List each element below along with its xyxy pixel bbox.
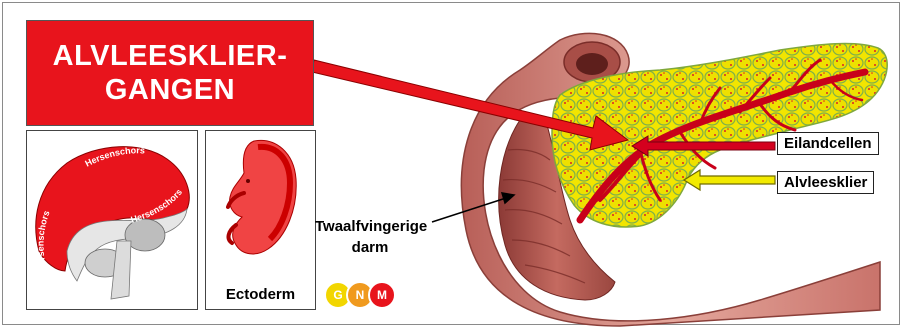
embryo-panel: Ectoderm	[205, 130, 316, 310]
gnm-logo: G N M	[324, 281, 390, 309]
brain-illustration: Hersenschors Hersenschors Hersenschors	[27, 131, 197, 309]
eilandcellen-label: Eilandcellen	[777, 132, 879, 155]
title-text: ALVLEESKLIER- GANGEN	[53, 39, 288, 107]
logo-m: M	[368, 281, 396, 309]
brain-panel: Hersenschors Hersenschors Hersenschors	[26, 130, 198, 310]
alvleesklier-arrow	[684, 170, 775, 190]
title-box: ALVLEESKLIER- GANGEN	[26, 20, 314, 126]
ectoderm-label: Ectoderm	[206, 286, 315, 303]
alvleesklier-label: Alvleesklier	[777, 171, 874, 194]
embryo-illustration	[206, 131, 314, 281]
duodenum-label: Twaalfvingerige darm	[315, 216, 425, 258]
